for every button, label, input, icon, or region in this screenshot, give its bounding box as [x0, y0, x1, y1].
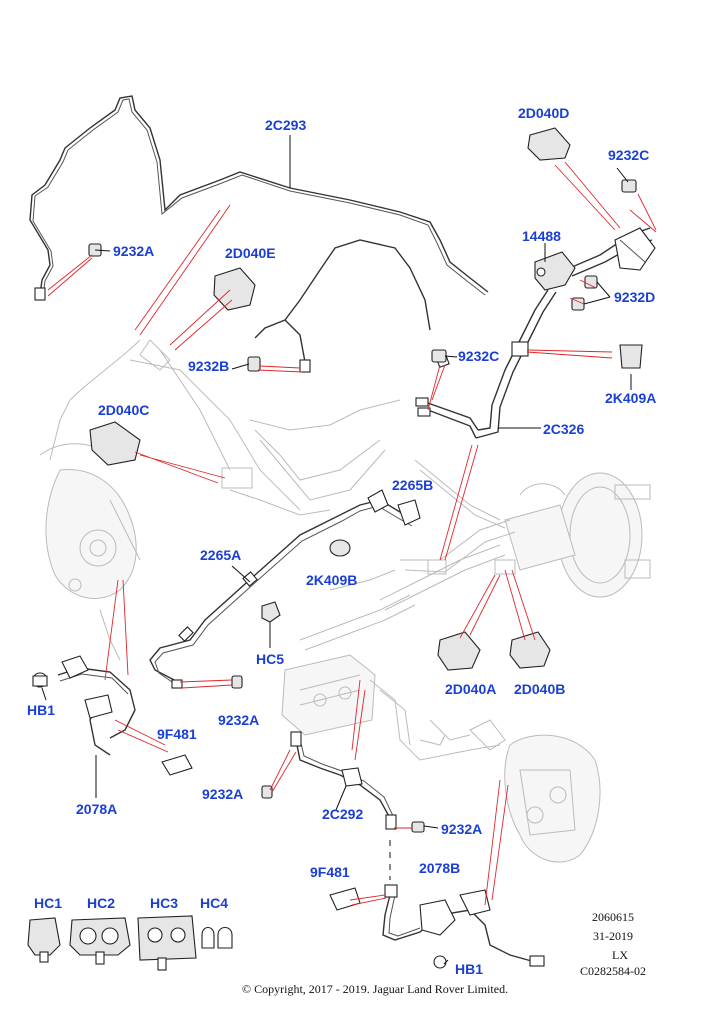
reference-line-3: LX [612, 948, 628, 962]
label-hb1: HB1 [27, 702, 55, 718]
label-2265a: 2265A [200, 547, 241, 563]
reference-line-4: C0282584-02 [580, 964, 646, 978]
label-hc4: HC4 [200, 895, 228, 911]
label-hc1: HC1 [34, 895, 62, 911]
label-2d040c: 2D040C [98, 402, 149, 418]
reference-line-1: 2060615 [592, 910, 634, 924]
label-9232a: 9232A [218, 712, 259, 728]
label-2c326: 2C326 [543, 421, 584, 437]
callout-labels: 2C293 9232A 2D040E 9232B 2D040D 9232C 14… [27, 105, 656, 977]
label-2d040d: 2D040D [518, 105, 569, 121]
label-2265b: 2265B [392, 477, 433, 493]
copyright-notice: © Copyright, 2017 - 2019. Jaguar Land Ro… [242, 982, 508, 996]
brake-pipes [29, 95, 656, 830]
label-9232d: 9232D [614, 289, 655, 305]
label-2k409b: 2K409B [306, 572, 357, 588]
label-2k409a: 2K409A [605, 390, 656, 406]
label-9232a: 9232A [441, 821, 482, 837]
label-hc5: HC5 [256, 651, 284, 667]
label-2c293: 2C293 [265, 117, 306, 133]
fittings-and-clips [27, 127, 643, 971]
reference-block: 2060615 31-2019 LX C0282584-02 [580, 910, 646, 978]
label-2078a: 2078A [76, 801, 117, 817]
leader-lines [41, 135, 657, 965]
label-9232c: 9232C [458, 348, 499, 364]
label-hc3: HC3 [150, 895, 178, 911]
flex-hose-2078b [382, 884, 545, 969]
label-14488: 14488 [522, 228, 561, 244]
label-hb1: HB1 [455, 961, 483, 977]
label-9232a: 9232A [202, 786, 243, 802]
label-9232b: 9232B [188, 358, 229, 374]
label-9232a: 9232A [113, 243, 154, 259]
label-9f481: 9F481 [157, 726, 197, 742]
label-2d040a: 2D040A [445, 681, 496, 697]
label-hc2: HC2 [87, 895, 115, 911]
label-2078b: 2078B [419, 860, 460, 876]
flex-hose-2078a [32, 655, 136, 756]
label-2d040b: 2D040B [514, 681, 565, 697]
label-9232c: 9232C [608, 147, 649, 163]
label-9f481: 9F481 [310, 864, 350, 880]
label-2c292: 2C292 [322, 806, 363, 822]
background-assembly-outline [39, 339, 651, 863]
label-2d040e: 2D040E [225, 245, 276, 261]
reference-line-2: 31-2019 [593, 929, 633, 943]
